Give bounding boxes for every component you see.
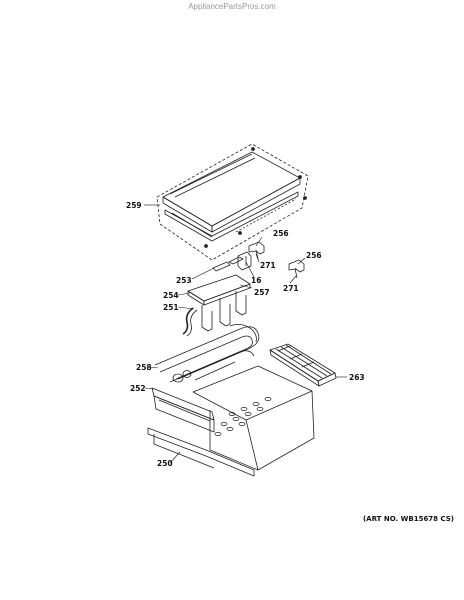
clip-256-271-lower — [288, 259, 305, 279]
callout-257: 257 — [254, 288, 270, 297]
callout-251: 251 — [163, 303, 179, 312]
front-panel-252 — [151, 387, 215, 433]
heater-tube-258 — [154, 324, 260, 383]
callout-271-lower: 271 — [283, 284, 299, 293]
art-number: (ART NO. WB15678 CS) — [362, 515, 454, 523]
clip-256-271-upper — [248, 241, 265, 260]
callout-259: 259 — [126, 201, 142, 210]
callout-253: 253 — [176, 276, 192, 285]
callout-16: 16 — [251, 276, 261, 285]
cover-263 — [269, 343, 337, 387]
watermark: AppliancePartsPros.com — [188, 2, 276, 11]
drawer-bin-250 — [147, 365, 315, 477]
callout-263: 263 — [349, 373, 365, 382]
callout-256-lower: 256 — [306, 251, 322, 260]
callout-250: 250 — [157, 459, 173, 468]
callout-256-upper: 256 — [273, 229, 289, 238]
callout-271-upper: 271 — [260, 261, 276, 270]
connector-253 — [212, 251, 252, 272]
hose-251 — [182, 307, 198, 337]
bracket-assembly-254 — [187, 274, 251, 332]
callout-254: 254 — [163, 291, 179, 300]
callout-252: 252 — [130, 384, 146, 393]
shelf-assembly-259 — [156, 143, 309, 261]
callout-258: 258 — [136, 363, 152, 372]
